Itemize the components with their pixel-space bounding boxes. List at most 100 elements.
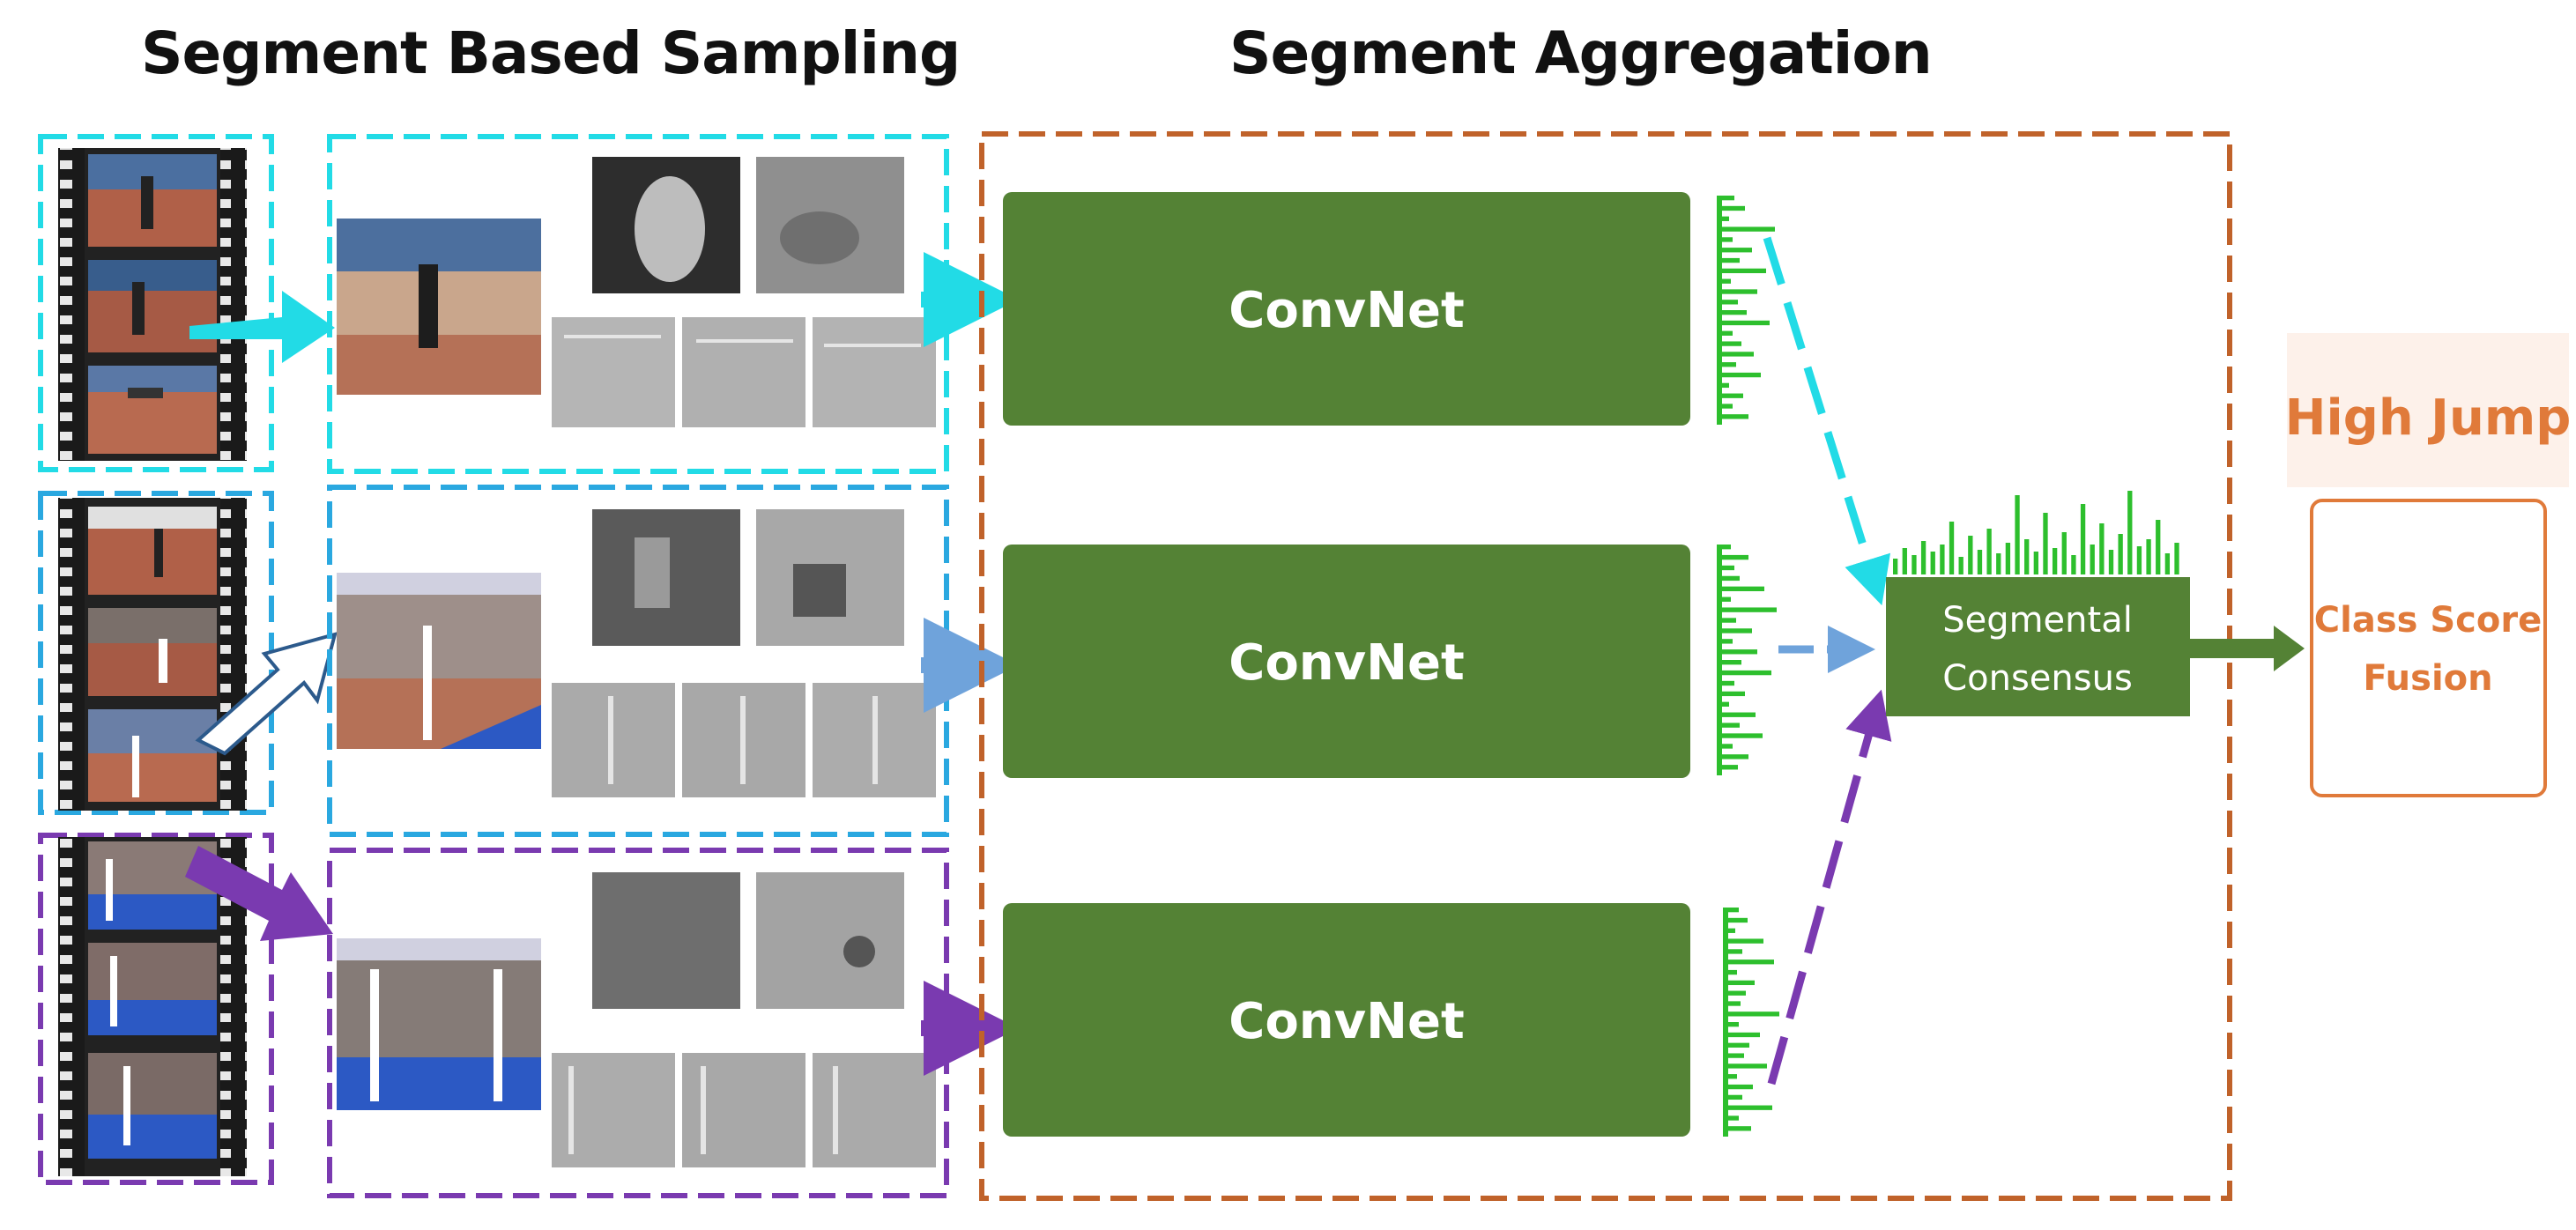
histogram-bar — [1722, 300, 1738, 305]
histogram-bar — [1722, 722, 1740, 728]
histogram-bar — [1722, 575, 1740, 582]
sample-arrow-2 — [195, 632, 338, 756]
histogram-bar — [1722, 649, 1757, 655]
optical-flow-frame — [756, 509, 904, 646]
film-frame — [88, 709, 217, 802]
convnet-1: ConvNet — [1003, 192, 1690, 426]
histogram-bar — [1728, 1094, 1742, 1100]
fusion-label-line2: Fusion — [2363, 658, 2492, 699]
histogram-bar — [1722, 765, 1738, 770]
histogram-bar — [1722, 248, 1752, 253]
histogram-bar — [1722, 712, 1756, 717]
histogram-bar — [1722, 278, 1731, 284]
histogram-bar — [1728, 1011, 1779, 1017]
histogram-bar — [1728, 980, 1755, 986]
consensus-bar — [1996, 553, 2001, 574]
histogram-bar — [1728, 1042, 1749, 1048]
optical-flow-frame — [756, 872, 904, 1009]
fusion-label-line1: Class Score — [2314, 600, 2542, 641]
warped-flow-frame — [552, 1053, 675, 1167]
segment-based-sampling-title: Segment Based Sampling — [141, 19, 961, 87]
histogram-bar — [1722, 554, 1748, 560]
film-strip-1 — [38, 134, 274, 472]
histogram-bar — [1722, 639, 1733, 644]
histogram-bar — [1728, 1084, 1753, 1090]
convnet-3: ConvNet — [1003, 903, 1690, 1137]
histogram-bar — [1722, 660, 1741, 665]
histogram-bar — [1722, 372, 1761, 378]
consensus-bar — [1912, 555, 1917, 574]
snippet-box-1 — [327, 134, 949, 474]
film-frame — [88, 154, 217, 247]
warped-flow-frame — [813, 1053, 936, 1167]
optical-flow-frame — [592, 157, 740, 293]
consensus-bar — [2164, 553, 2171, 574]
histogram-bar — [1722, 733, 1763, 738]
histogram-bar — [1722, 545, 1731, 550]
consensus-bar — [2118, 534, 2123, 574]
histogram-bar — [1722, 216, 1729, 221]
class-score-histogram-3 — [1723, 908, 1779, 1137]
histogram-bar — [1722, 268, 1766, 274]
segmental-consensus: Segmental Consensus — [1886, 577, 2190, 716]
film-frame — [88, 1053, 217, 1159]
histogram-axis — [1723, 908, 1728, 1137]
histogram-bar — [1728, 990, 1746, 996]
histogram-bar — [1722, 414, 1748, 419]
rgb-frame — [337, 573, 541, 749]
consensus-bar — [1920, 541, 1926, 574]
histogram-bar — [1728, 917, 1748, 923]
sample-arrow-1 — [189, 291, 335, 363]
histogram-bar — [1722, 362, 1736, 367]
warped-flow-frame — [813, 683, 936, 797]
convnet-label: ConvNet — [1229, 634, 1465, 692]
histogram-bar — [1722, 196, 1734, 201]
consensus-bar — [1930, 552, 1935, 574]
consensus-bar — [2174, 543, 2179, 574]
warped-flow-frame — [682, 317, 805, 427]
histogram-bar — [1722, 205, 1745, 211]
consensus-bar — [2061, 532, 2067, 574]
consensus-bar — [2080, 504, 2086, 574]
histogram-bar — [1722, 404, 1733, 409]
score-arrow-1 — [1763, 236, 1891, 606]
histogram-bar — [1722, 607, 1777, 612]
histogram-bar — [1722, 352, 1754, 357]
consensus-bar — [1958, 557, 1964, 574]
histogram-bar — [1722, 754, 1748, 759]
consensus-bar — [2099, 523, 2105, 574]
optical-flow-frame — [592, 872, 740, 1009]
histogram-bar — [1728, 928, 1735, 933]
warped-flow-frame — [682, 1053, 805, 1167]
convnet-label: ConvNet — [1229, 993, 1465, 1050]
histogram-bar — [1722, 691, 1745, 697]
class-score-histogram-2 — [1717, 545, 1777, 775]
predicted-class-label: High Jump — [2285, 389, 2572, 447]
histogram-bar — [1722, 701, 1729, 707]
consensus-bar — [2052, 548, 2058, 574]
consensus-bar — [2136, 546, 2142, 574]
class-score-histogram-1 — [1717, 196, 1775, 425]
film-frame — [88, 260, 217, 352]
histogram-axis — [1717, 196, 1722, 425]
histogram-bar — [1722, 310, 1747, 315]
consensus-bar — [2033, 552, 2038, 574]
consensus-bar — [2108, 550, 2114, 574]
consensus-bar — [1902, 548, 1907, 574]
consensus-bar — [2005, 543, 2011, 574]
histogram-bar — [1722, 680, 1734, 686]
histogram-bar — [1728, 1032, 1760, 1038]
consensus-bar — [1949, 522, 1955, 574]
consensus-bar — [2156, 520, 2161, 574]
histogram-bar — [1722, 618, 1736, 623]
consensus-bar — [2127, 491, 2133, 574]
consensus-bar — [1940, 545, 1945, 574]
segment-aggregation-title: Segment Aggregation — [1229, 19, 1933, 87]
histogram-bar — [1728, 908, 1739, 913]
consensus-label-line1: Segmental — [1942, 600, 2133, 641]
high-jump-background — [2287, 333, 2569, 487]
histogram-bar — [1728, 960, 1774, 965]
consensus-score-histogram — [1893, 491, 2179, 574]
histogram-axis — [1717, 545, 1722, 775]
